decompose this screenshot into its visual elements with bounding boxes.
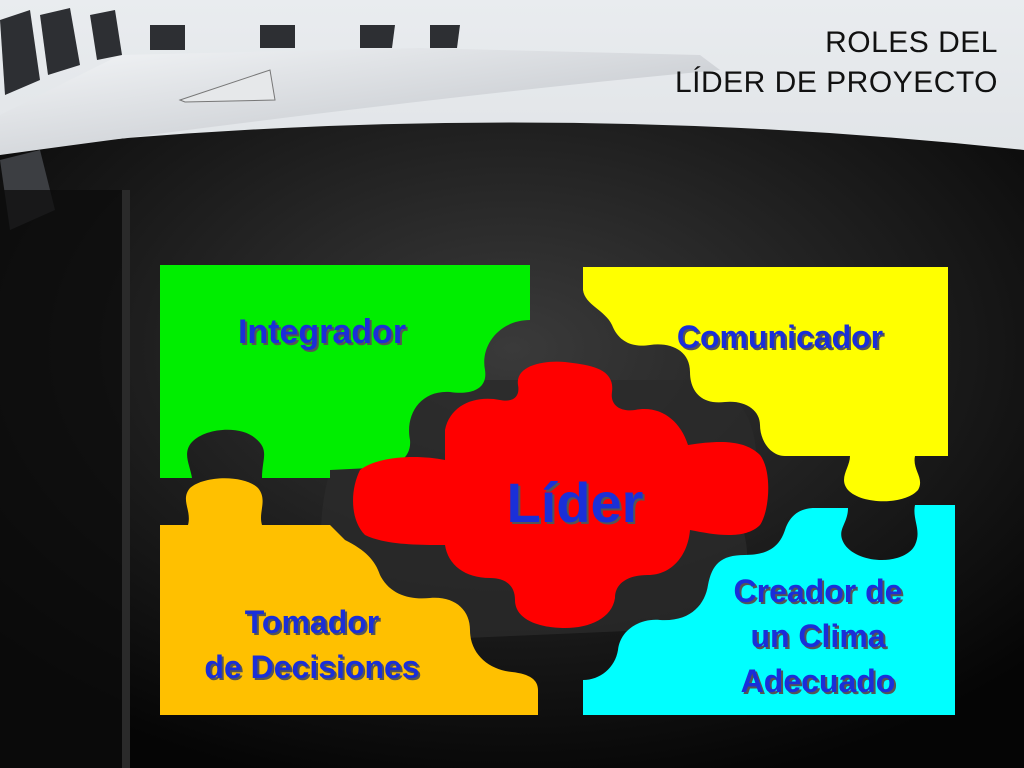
label-tomador-line-2: de Decisiones [204,649,419,685]
title-line-1: ROLES DEL [825,26,998,59]
label-creador-line-3-shadow: Adecuado [743,665,898,701]
label-creador-line-2-shadow: un Clima [752,620,887,656]
label-tomador-line-2-shadow: de Decisiones [206,651,421,687]
label-integrador-line-1: Integrador [238,313,406,351]
label-comunicador-line-1-shadow: Comunicador [679,321,885,357]
label-tomador-line-1-shadow: Tomador [247,606,382,642]
title-line-2: LÍDER DE PROYECTO [675,66,998,99]
label-integrador-line-1-shadow: Integrador [240,315,408,353]
label-lider-shadow: Líder [509,473,646,536]
label-creador-line-1: Creador de [734,573,903,609]
puzzle-piece-comunicador [583,267,948,502]
label-lider: Líder [507,471,644,534]
label-tomador-line-1: Tomador [245,604,380,640]
puzzle-piece-creador [583,505,955,715]
label-comunicador-line-1: Comunicador [677,319,883,355]
label-creador-line-2: un Clima [750,618,885,654]
label-creador-line-1-shadow: Creador de [736,575,905,611]
puzzle-diagram [160,265,955,715]
puzzle-piece-lider [353,361,769,628]
label-creador-line-3: Adecuado [741,663,896,699]
puzzle-piece-tomador [160,478,538,715]
puzzle-piece-integrador [160,265,530,478]
